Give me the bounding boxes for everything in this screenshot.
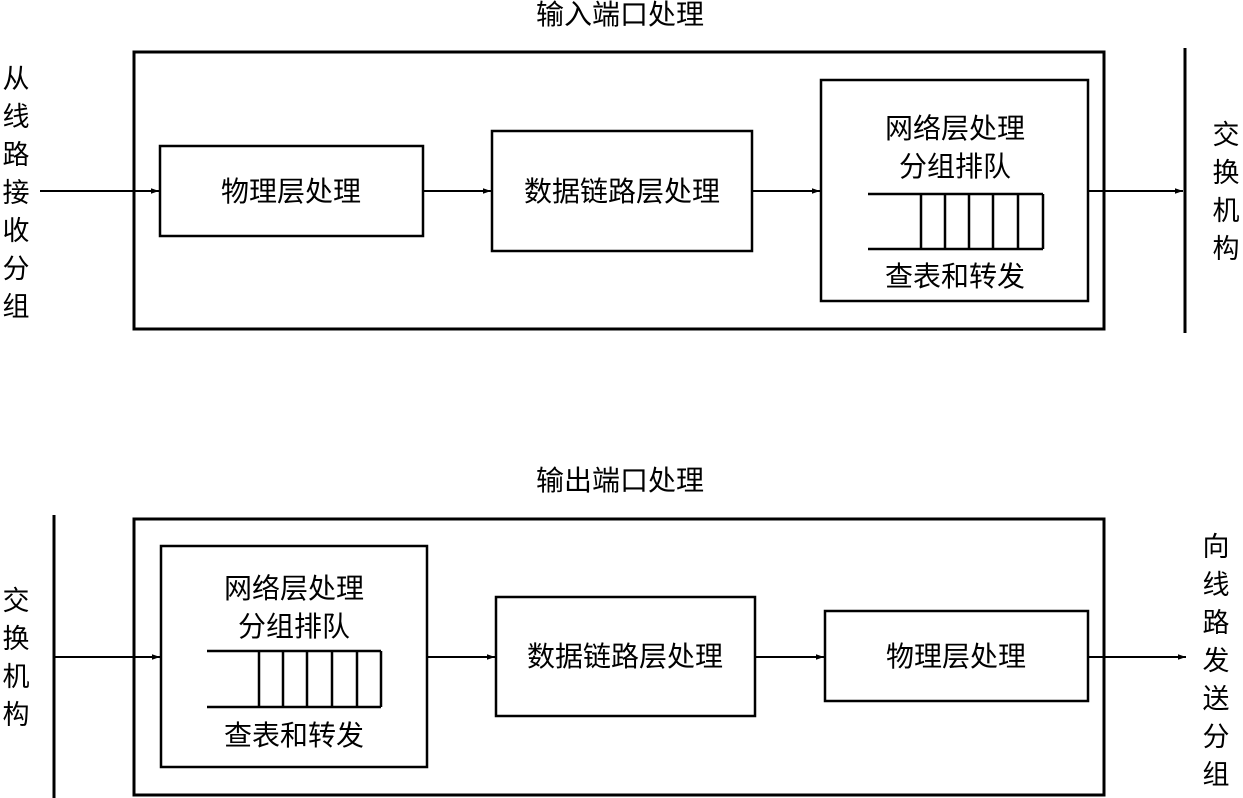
svg-text:交: 交 [3,586,30,617]
input-network-layer-label: 网络层处理 [885,112,1025,145]
output-network-layer-label: 网络层处理 [224,572,364,605]
svg-text:交: 交 [1213,120,1240,151]
svg-text:线: 线 [3,102,30,133]
input-source-label: 从 线 路 接 收 分 组 [3,64,30,323]
output-port-title: 输出端口处理 [536,464,704,497]
svg-text:线: 线 [1203,570,1230,601]
output-packet-queue [207,649,383,709]
svg-text:机: 机 [1213,196,1240,227]
output-source-label: 交 换 机 构 [3,586,30,731]
input-physical-layer-label: 物理层处理 [221,175,361,208]
output-queue-label: 分组排队 [238,610,350,643]
svg-text:路: 路 [1203,608,1230,639]
svg-text:构: 构 [3,700,30,731]
svg-text:组: 组 [1203,760,1230,791]
svg-text:从: 从 [3,64,30,95]
svg-text:收: 收 [3,216,30,247]
input-queue-label: 分组排队 [899,150,1011,183]
svg-text:接: 接 [3,178,30,209]
output-dest-label: 向 线 路 发 送 分 组 [1203,532,1230,791]
svg-text:分: 分 [1203,722,1230,753]
svg-text:发: 发 [1203,646,1230,677]
input-port-title: 输入端口处理 [536,0,704,31]
svg-text:换: 换 [1213,158,1240,189]
svg-text:机: 机 [3,662,30,693]
output-physical-layer-label: 物理层处理 [886,640,1026,673]
svg-text:换: 换 [3,624,30,655]
svg-text:构: 构 [1213,234,1240,265]
svg-text:分: 分 [3,254,30,285]
svg-text:送: 送 [1203,684,1230,715]
input-dest-label: 交 换 机 构 [1213,120,1240,265]
svg-text:组: 组 [3,292,30,323]
svg-text:路: 路 [3,140,30,171]
output-datalink-layer-label: 数据链路层处理 [527,640,723,673]
input-datalink-layer-label: 数据链路层处理 [524,175,720,208]
input-packet-queue [868,192,1045,251]
output-lookup-forward-label: 查表和转发 [224,719,364,752]
input-lookup-forward-label: 查表和转发 [885,260,1025,293]
svg-text:向: 向 [1203,532,1230,563]
